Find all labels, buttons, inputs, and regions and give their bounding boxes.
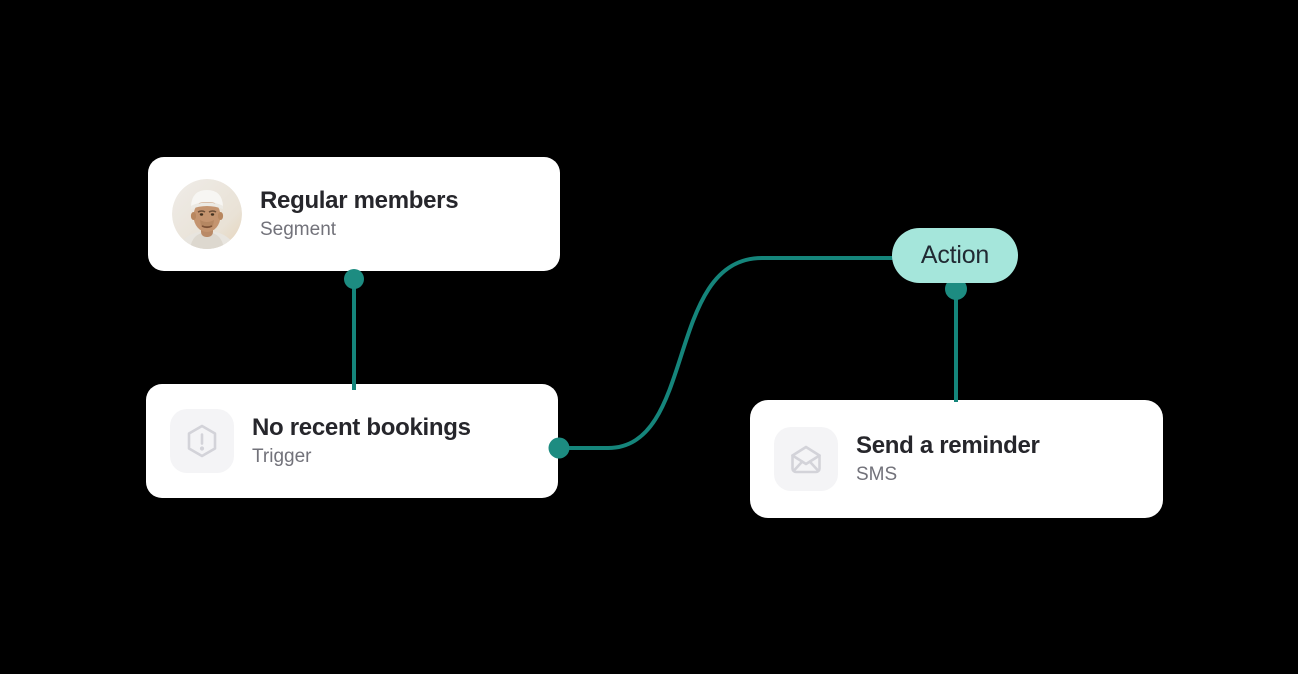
segment-node-title: Regular members [260,186,459,214]
trigger-node-card[interactable]: No recent bookings Trigger [146,384,558,498]
port-trigger-right[interactable] [548,437,570,459]
action-node-card[interactable]: Send a reminder SMS [750,400,1163,518]
trigger-node-subtitle: Trigger [252,446,312,468]
segment-node-card[interactable]: Regular members Segment [148,157,560,271]
action-icon-badge [774,427,838,491]
action-badge-pill[interactable]: Action [892,228,1018,283]
member-avatar [172,179,242,249]
action-node-title: Send a reminder [856,431,1040,459]
trigger-node-text: No recent bookings Trigger [252,414,471,468]
action-node-subtitle: SMS [856,464,898,486]
segment-node-text: Regular members Segment [260,186,459,241]
segment-node-subtitle: Segment [260,219,337,241]
port-action-badge-bottom[interactable] [945,278,967,300]
trigger-icon-badge [170,409,234,473]
trigger-node-title: No recent bookings [252,413,471,441]
member-avatar-illustration [172,179,242,249]
mail-open-icon [791,445,821,474]
hexagon-alert-icon [187,424,217,458]
action-node-text: Send a reminder SMS [856,432,1040,486]
port-segment-bottom[interactable] [344,269,364,289]
action-badge-label: Action [920,241,990,269]
